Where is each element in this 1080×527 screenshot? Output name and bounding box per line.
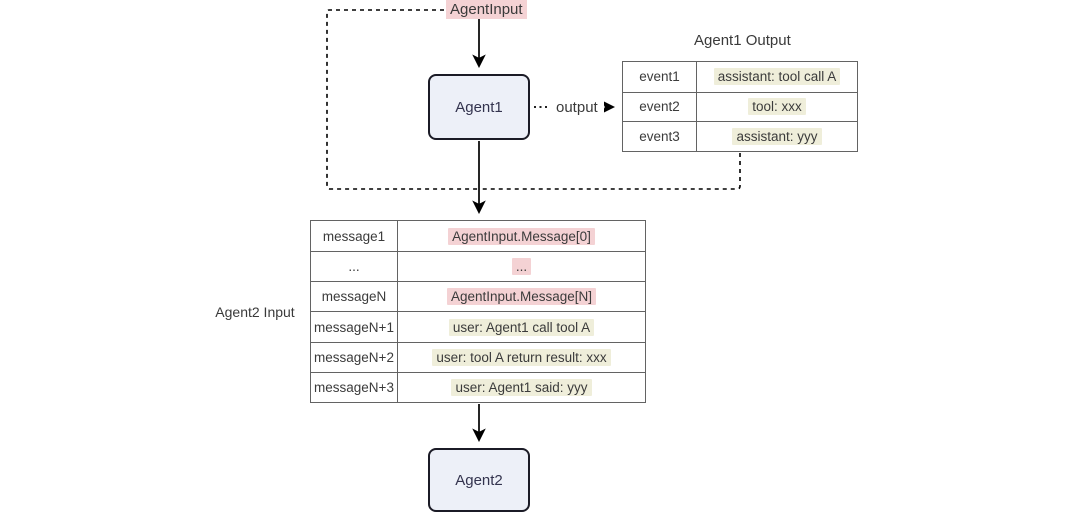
event-key: event3: [623, 121, 697, 151]
agent2-input-table: message1 AgentInput.Message[0] ... ... m…: [310, 220, 646, 403]
event-value: assistant: tool call A: [697, 62, 857, 92]
node-agent1-label: Agent1: [455, 98, 503, 116]
event-key: event2: [623, 91, 697, 122]
message-key: messageN+3: [311, 371, 398, 402]
agent1-output-title: Agent1 Output: [694, 32, 791, 49]
message-key: messageN+1: [311, 311, 398, 342]
message-value: user: Agent1 call tool A: [398, 311, 645, 341]
message-value: user: tool A return result: xxx: [398, 341, 645, 372]
node-agent2-label: Agent2: [455, 471, 503, 489]
node-agent1: Agent1: [428, 74, 530, 140]
event-value: assistant: yyy: [697, 121, 857, 151]
agent1-output-table: event1 assistant: tool call A event2 too…: [622, 61, 858, 152]
event-value: tool: xxx: [697, 91, 857, 122]
message-value: AgentInput.Message[0]: [398, 221, 645, 251]
agent-input-label: AgentInput: [446, 0, 527, 19]
output-edge-label: output: [550, 98, 604, 117]
message-value: ...: [398, 251, 645, 281]
message-key: messageN: [311, 281, 398, 312]
dashed-edge-agent1output-loop: [480, 153, 741, 190]
agent2-input-title: Agent2 Input: [215, 304, 295, 320]
message-value: AgentInput.Message[N]: [398, 281, 645, 311]
message-value: user: Agent1 said: yyy: [398, 371, 645, 402]
node-agent2: Agent2: [428, 448, 530, 512]
message-key: ...: [311, 251, 398, 282]
event-key: event1: [623, 62, 697, 92]
message-key: message1: [311, 221, 398, 252]
message-key: messageN+2: [311, 341, 398, 372]
